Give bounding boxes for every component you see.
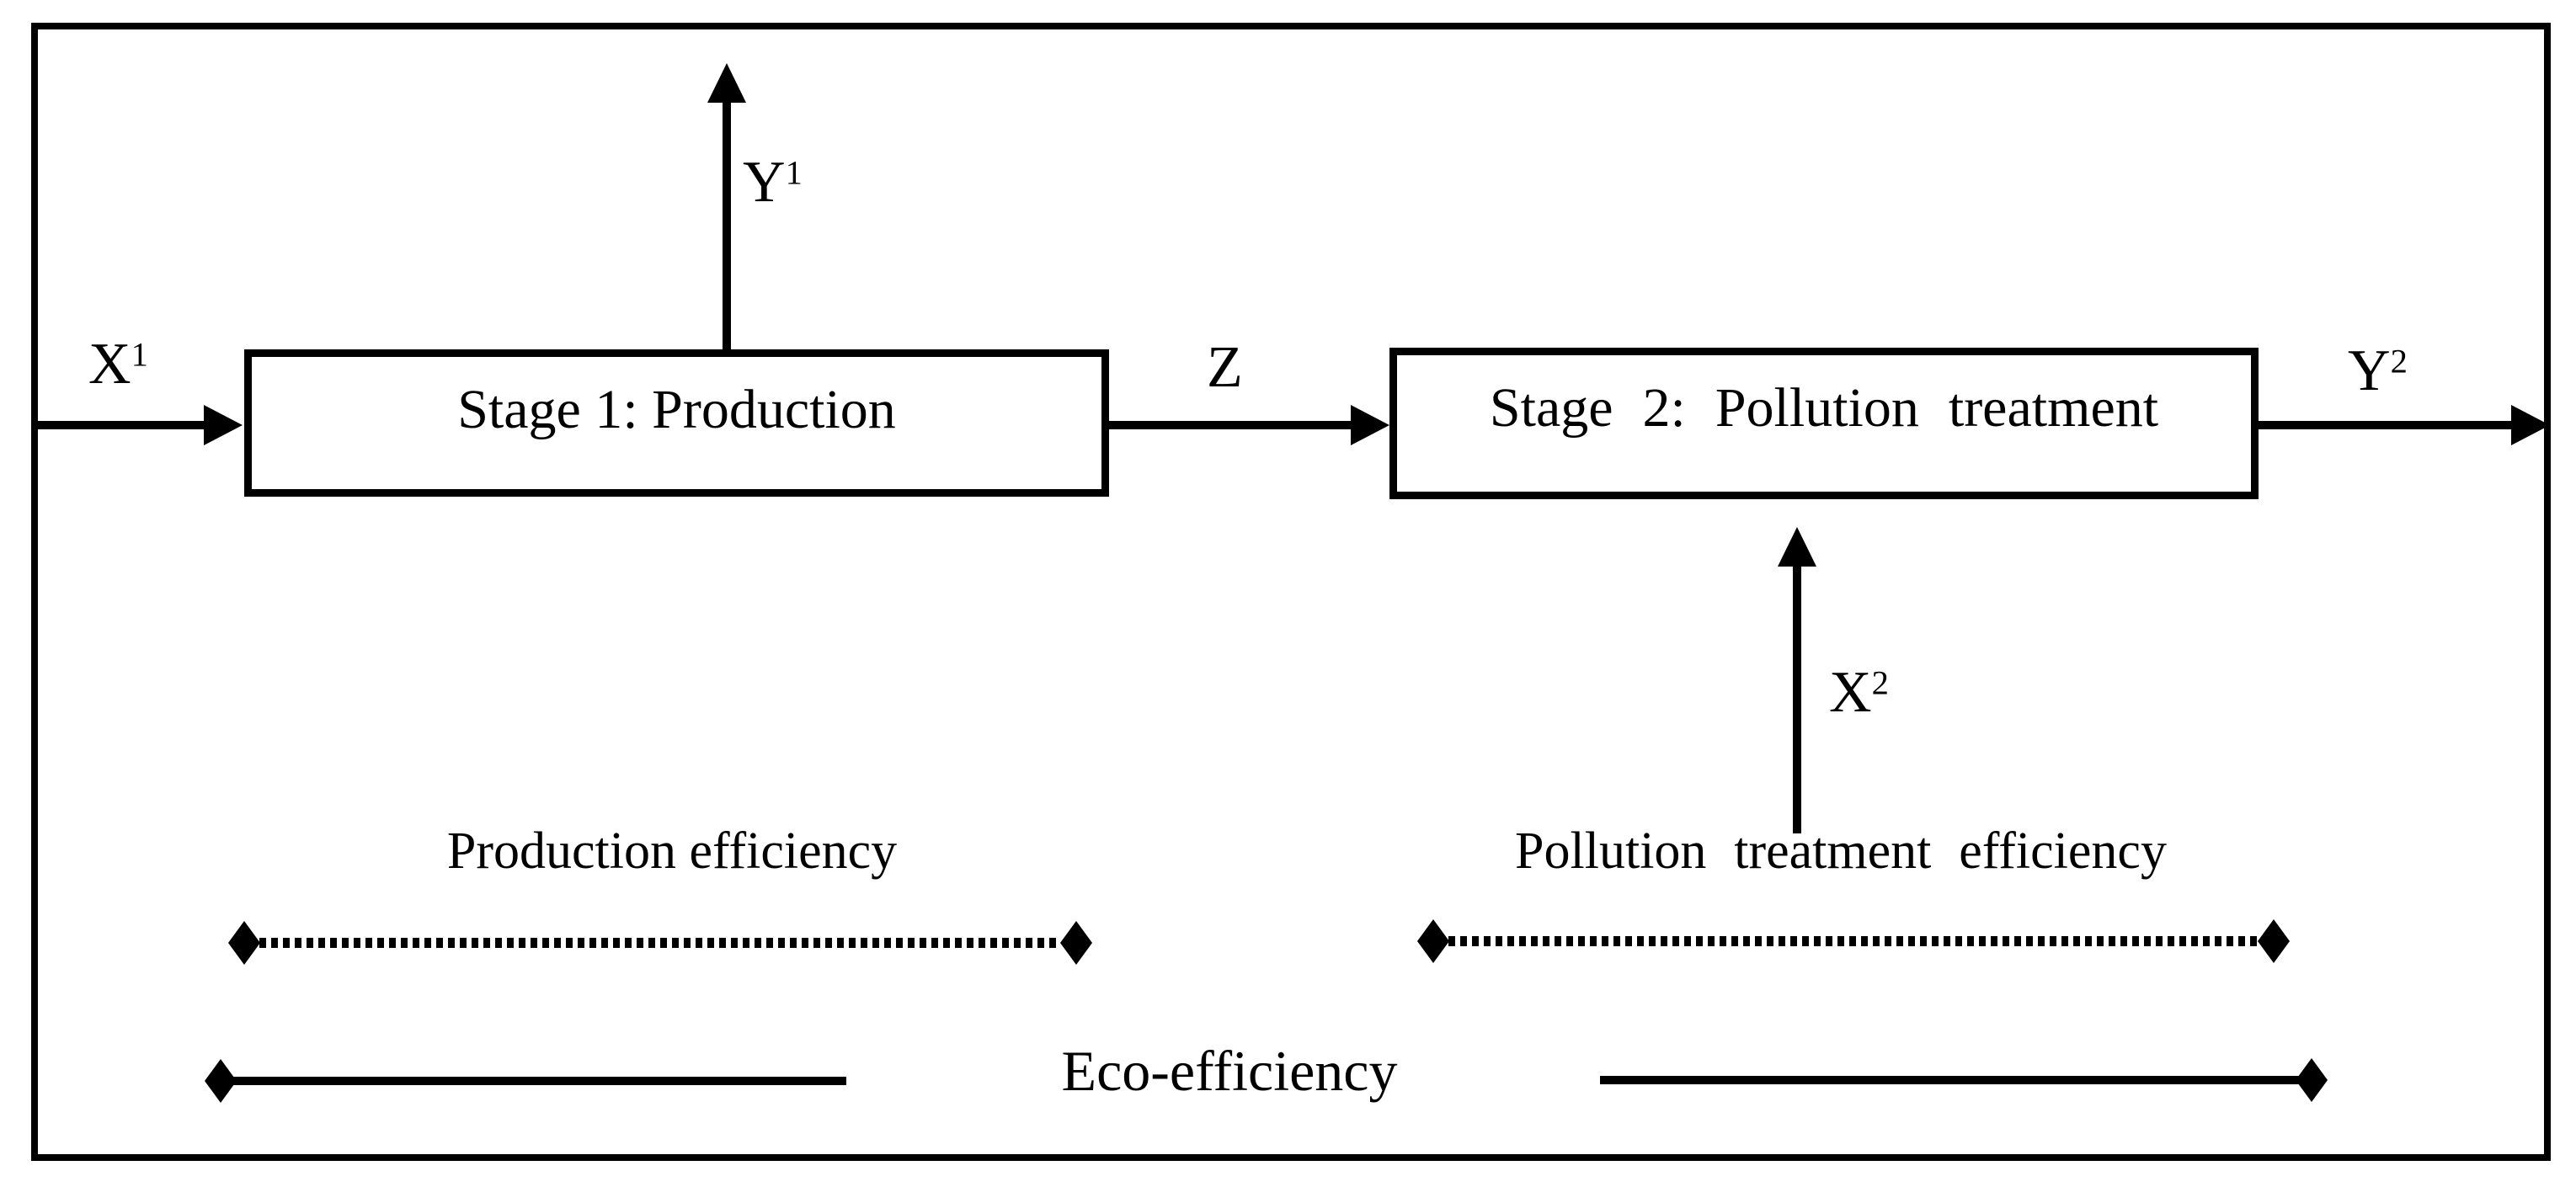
production-efficiency-label: Production efficiency: [446, 822, 898, 880]
x1-input-label: X1: [88, 332, 148, 397]
z-arrow-line: [1109, 421, 1353, 429]
stage1-box-label: Stage 1: Production: [457, 379, 896, 440]
eco-efficiency-span-line-right: [1600, 1076, 2312, 1084]
x2-input-label: X2: [1829, 660, 1889, 725]
pollution-treatment-efficiency-span-line: [1448, 936, 2259, 946]
stage2-box-label: Stage 2: Pollution treatment: [1489, 377, 2159, 439]
stage1-box: Stage 1: Production: [244, 349, 1109, 497]
x1-arrowhead-icon: [204, 405, 243, 445]
x1-arrow-line: [38, 421, 206, 429]
y2-arrowhead-icon: [2511, 405, 2550, 445]
stage2-box: Stage 2: Pollution treatment: [1389, 348, 2259, 499]
eco-efficiency-label: Eco-efficiency: [1061, 1039, 1398, 1103]
y2-output-label: Y2: [2348, 338, 2408, 403]
y1-arrowhead-icon: [707, 63, 746, 103]
x2-arrow-line: [1793, 564, 1801, 833]
y1-arrow-line: [723, 99, 731, 350]
z-intermediate-label: Z: [1207, 335, 1243, 400]
pollution-treatment-efficiency-label: Pollution treatment efficiency: [1515, 822, 2167, 880]
z-arrowhead-icon: [1351, 405, 1389, 445]
x2-arrowhead-icon: [1778, 527, 1816, 567]
y1-output-label: Y1: [743, 150, 803, 215]
production-efficiency-span-line: [259, 938, 1061, 948]
diagram-frame: [31, 23, 2551, 1161]
y2-arrow-line: [2259, 421, 2514, 429]
eco-efficiency-span-line-left: [221, 1077, 846, 1085]
